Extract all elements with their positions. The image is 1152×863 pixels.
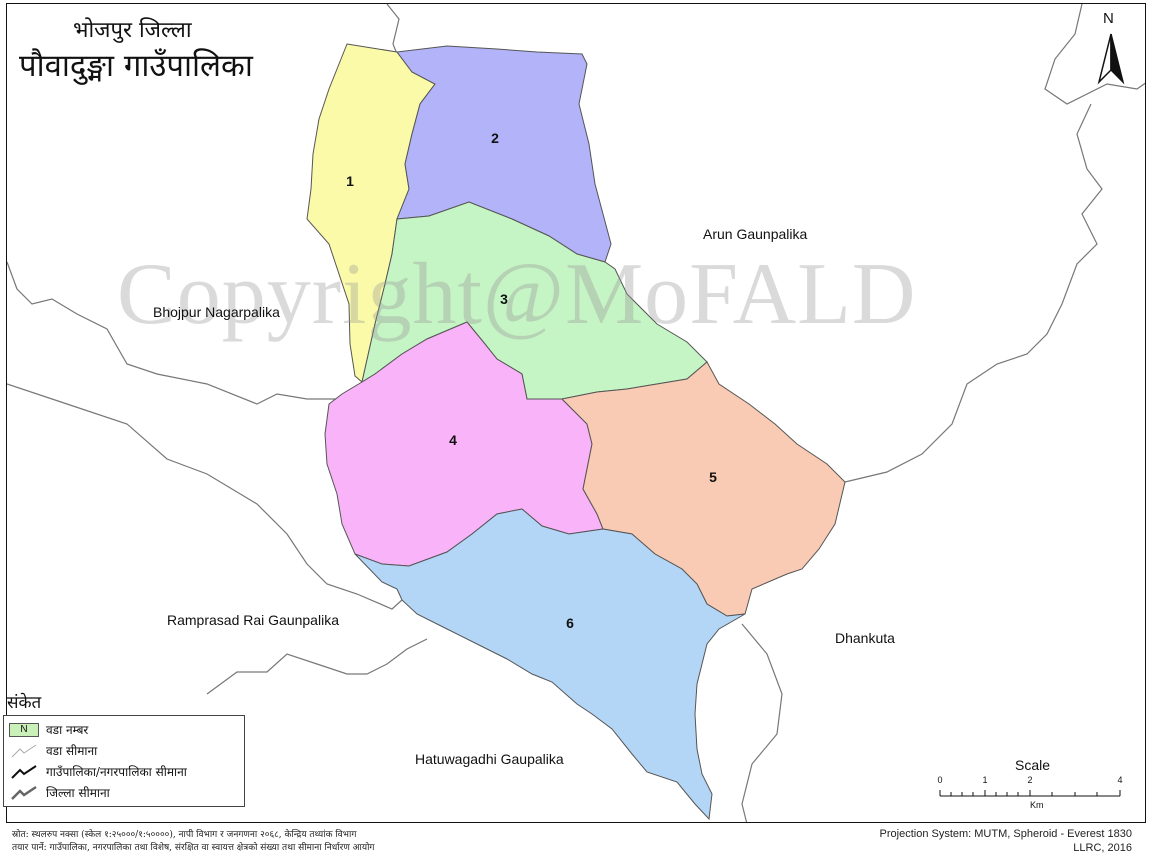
legend-label: वडा सीमाना	[46, 744, 98, 758]
boundary-line-west	[7, 383, 403, 610]
ward-number-swatch-icon: N	[9, 722, 39, 737]
legend-item-municipality-boundary: गाउँपालिका/नगरपालिका सीमाना	[8, 761, 240, 782]
boundary-line-north	[386, 4, 400, 55]
legend-box: N वडा नम्बर वडा सीमाना गाउँपालिका/नगरपाल…	[3, 715, 245, 807]
scale-bar-graphic	[939, 790, 1121, 797]
scale-title: Scale	[1015, 757, 1051, 773]
north-label: N	[1103, 10, 1114, 27]
map-canvas	[7, 4, 1145, 822]
boundary-line-southeast	[741, 623, 783, 822]
boundary-line-southwest	[206, 638, 428, 695]
source-line-1: स्रोत: स्थलरुप नक्सा (स्केल १:२५०००/१:५०…	[12, 830, 357, 840]
ward-5-label: 5	[709, 469, 717, 485]
boundary-line-west-north	[7, 261, 337, 405]
north-arrow: N	[1093, 10, 1129, 86]
ward-boundary-line-icon	[11, 744, 37, 757]
scale-tick-4: 4	[1117, 775, 1123, 785]
neighbor-label-bhojpur: Bhojpur Nagarpalika	[153, 304, 280, 320]
neighbor-label-dhankuta: Dhankuta	[835, 630, 895, 646]
legend-item-ward-boundary: वडा सीमाना	[8, 740, 240, 761]
ward-4-label: 4	[449, 432, 457, 448]
ward-6-label: 6	[566, 615, 574, 631]
legend: संकेत N वडा नम्बर वडा सीमाना गाउँपालिका/…	[3, 690, 245, 807]
credit-text: LLRC, 2016	[1073, 842, 1132, 854]
north-arrow-icon	[1097, 33, 1125, 85]
municipality-title: पौवादुङ्मा गाउँपालिका	[19, 48, 253, 84]
district-boundary-line-icon	[11, 785, 37, 800]
scale-bar: Scale 0 1 2 4 Km	[935, 757, 1135, 817]
boundary-line-northeast	[1044, 4, 1145, 105]
ward-6-area	[354, 508, 746, 821]
source-line-2: तयार पार्ने: गाउँपालिका, नगरपालिका तथा व…	[12, 843, 375, 853]
municipality-boundary-line-icon	[11, 764, 37, 779]
copyright-watermark: Copyright@MoFALD	[117, 246, 917, 343]
neighbor-label-arun: Arun Gaunpalika	[703, 226, 808, 242]
legend-item-district-boundary: जिल्ला सीमाना	[8, 782, 240, 803]
district-title: भोजपुर जिल्ला	[73, 18, 192, 43]
neighbor-label-ramprasad: Ramprasad Rai Gaunpalika	[167, 612, 339, 628]
map-frame: भोजपुर जिल्ला पौवादुङ्मा गाउँपालिका Copy…	[6, 3, 1146, 823]
neighbor-label-hatuwagadhi: Hatuwagadhi Gaupalika	[415, 751, 564, 767]
scale-tick-2: 2	[1027, 775, 1033, 785]
scale-unit: Km	[1030, 800, 1044, 810]
source-note: स्रोत: स्थलरुप नक्सा (स्केल १:२५०००/१:५०…	[12, 829, 375, 855]
projection-text: Projection System: MUTM, Spheroid - Ever…	[879, 828, 1132, 840]
ward-1-label: 1	[346, 173, 354, 189]
legend-title: संकेत	[7, 693, 42, 713]
boundary-line-east	[844, 103, 1103, 483]
ward-2-label: 2	[491, 130, 499, 146]
ward-3-label: 3	[500, 291, 508, 307]
legend-item-ward-number: N वडा नम्बर	[8, 719, 240, 740]
legend-label: वडा नम्बर	[46, 723, 89, 737]
ward-5-area	[560, 361, 846, 617]
projection-note: Projection System: MUTM, Spheroid - Ever…	[880, 827, 1132, 855]
scale-tick-1: 1	[982, 775, 988, 785]
legend-label: गाउँपालिका/नगरपालिका सीमाना	[46, 765, 187, 779]
scale-tick-0: 0	[937, 775, 943, 785]
legend-label: जिल्ला सीमाना	[46, 786, 110, 800]
